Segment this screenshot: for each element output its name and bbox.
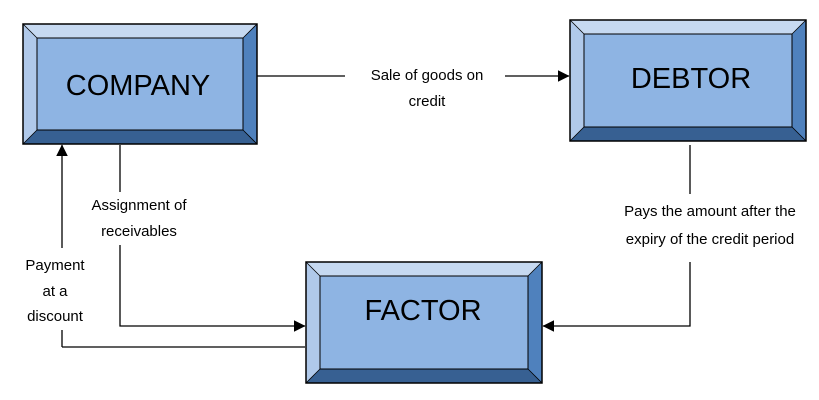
debtor-face <box>583 33 793 128</box>
company-bevel-right <box>243 24 257 144</box>
debtor-bevel-left <box>570 20 584 141</box>
payment-label-line3: discount <box>27 308 84 325</box>
pays-connector: Pays the amount after the expiry of the … <box>542 145 796 332</box>
factor-face <box>319 275 529 370</box>
factor-bevel-bottom <box>306 369 542 383</box>
company-face <box>36 37 244 131</box>
debtor-bevel-bottom <box>570 127 806 141</box>
company-box: COMPANY <box>22 23 258 145</box>
assignment-label-line2: receivables <box>101 223 177 240</box>
payment-label-line2: at a <box>42 283 68 300</box>
company-outline <box>22 23 258 145</box>
company-bevel-top <box>23 24 257 38</box>
pays-label-line1: Pays the amount after the <box>624 203 796 220</box>
factor-bevel-top <box>306 262 542 276</box>
company-bevel-left <box>23 24 37 144</box>
factor-bevel-left <box>306 262 320 383</box>
company-label: COMPANY <box>66 70 210 102</box>
payment-label-line1: Payment <box>25 257 85 274</box>
debtor-bevel-right <box>792 20 806 141</box>
factor-outline <box>305 261 543 384</box>
debtor-box: DEBTOR <box>569 19 807 142</box>
factor-box: FACTOR <box>305 261 543 384</box>
sale-label-line2: credit <box>409 93 447 110</box>
pays-label-line2: expiry of the credit period <box>626 231 794 248</box>
factor-label: FACTOR <box>364 295 481 327</box>
sale-label-line1: Sale of goods on <box>371 67 484 84</box>
debtor-bevel-top <box>570 20 806 34</box>
sale-connector: Sale of goods on credit <box>257 67 570 110</box>
pays-arrow <box>542 262 691 332</box>
company-bevel-bottom <box>23 130 257 144</box>
debtor-outline <box>569 19 807 142</box>
assignment-label-line1: Assignment of <box>91 197 187 214</box>
payment-connector: Payment at a discount <box>25 144 305 348</box>
factor-bevel-right <box>528 262 542 383</box>
assignment-arrow <box>119 245 306 332</box>
debtor-label: DEBTOR <box>631 63 751 95</box>
assignment-connector: Assignment of receivables <box>91 145 306 332</box>
